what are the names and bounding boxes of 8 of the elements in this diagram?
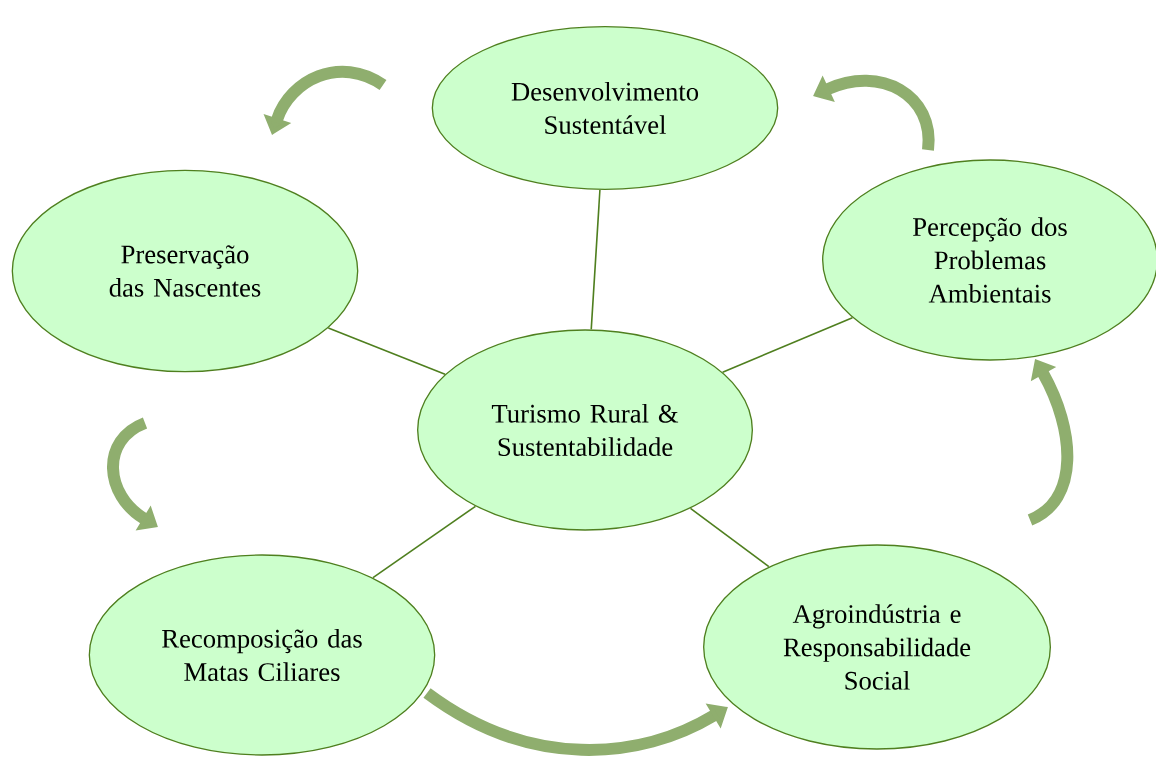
- connector-line: [721, 316, 854, 374]
- connector-line: [327, 327, 446, 376]
- connector-line: [590, 189, 601, 331]
- connector-line: [372, 505, 477, 579]
- curved-arrow: [813, 74, 935, 151]
- curved-arrow: [1027, 359, 1074, 526]
- curved-arrow: [423, 688, 728, 756]
- connector-line: [689, 507, 770, 568]
